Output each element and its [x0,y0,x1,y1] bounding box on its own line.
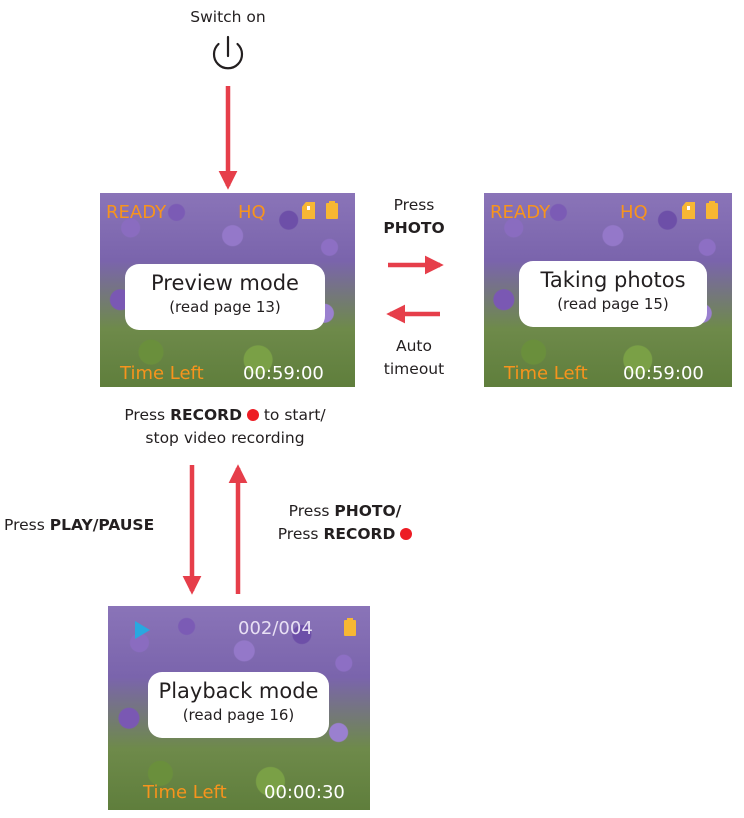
taking-photos-screen: READY HQ Taking photos (read page 15) Ti… [484,193,732,387]
record-instruction: Press RECORD to start/ stop video record… [124,406,326,447]
press-play-pause-label: Press PLAY/PAUSE [4,516,155,534]
battery-icon [326,201,338,219]
taking-photos-bubble: Taking photos (read page 15) [519,261,707,327]
file-counter: 002/004 [238,618,313,639]
sd-card-icon [682,202,695,219]
record-dot-icon [400,528,413,540]
battery-icon [344,618,356,636]
time-left-value: 00:00:30 [264,782,345,803]
auto-timeout-label: Auto timeout [383,337,445,378]
switch-on-label: Switch on [190,8,266,26]
preview-mode-screen: READY HQ Preview mode (read page 13) Tim… [100,193,355,387]
quality-indicator: HQ [238,202,266,223]
power-icon [212,35,244,70]
time-left-value: 00:59:00 [243,363,324,384]
time-left-value: 00:59:00 [623,363,704,384]
playback-mode-title: Playback mode [158,679,319,703]
quality-indicator: HQ [620,202,648,223]
ready-indicator: READY [490,202,551,223]
preview-mode-page-ref: (read page 13) [169,298,281,316]
press-photo-label: Press PHOTO [383,196,445,237]
playback-mode-bubble: Playback mode (read page 16) [148,672,329,738]
ready-indicator: READY [106,202,167,223]
press-photo-record-label: Press PHOTO/ Press RECORD [255,500,435,546]
time-left-label: Time Left [143,782,227,803]
taking-photos-title: Taking photos [540,268,686,292]
play-icon [135,621,150,639]
preview-mode-title: Preview mode [151,271,299,295]
time-left-label: Time Left [504,363,588,384]
battery-icon [706,201,718,219]
record-dot-icon [246,409,259,421]
time-left-label: Time Left [120,363,204,384]
taking-photos-page-ref: (read page 15) [557,295,669,313]
sd-card-icon [302,202,315,219]
playback-mode-screen: 002/004 Playback mode (read page 16) Tim… [108,606,370,810]
playback-mode-page-ref: (read page 16) [182,706,295,724]
preview-mode-bubble: Preview mode (read page 13) [125,264,325,330]
